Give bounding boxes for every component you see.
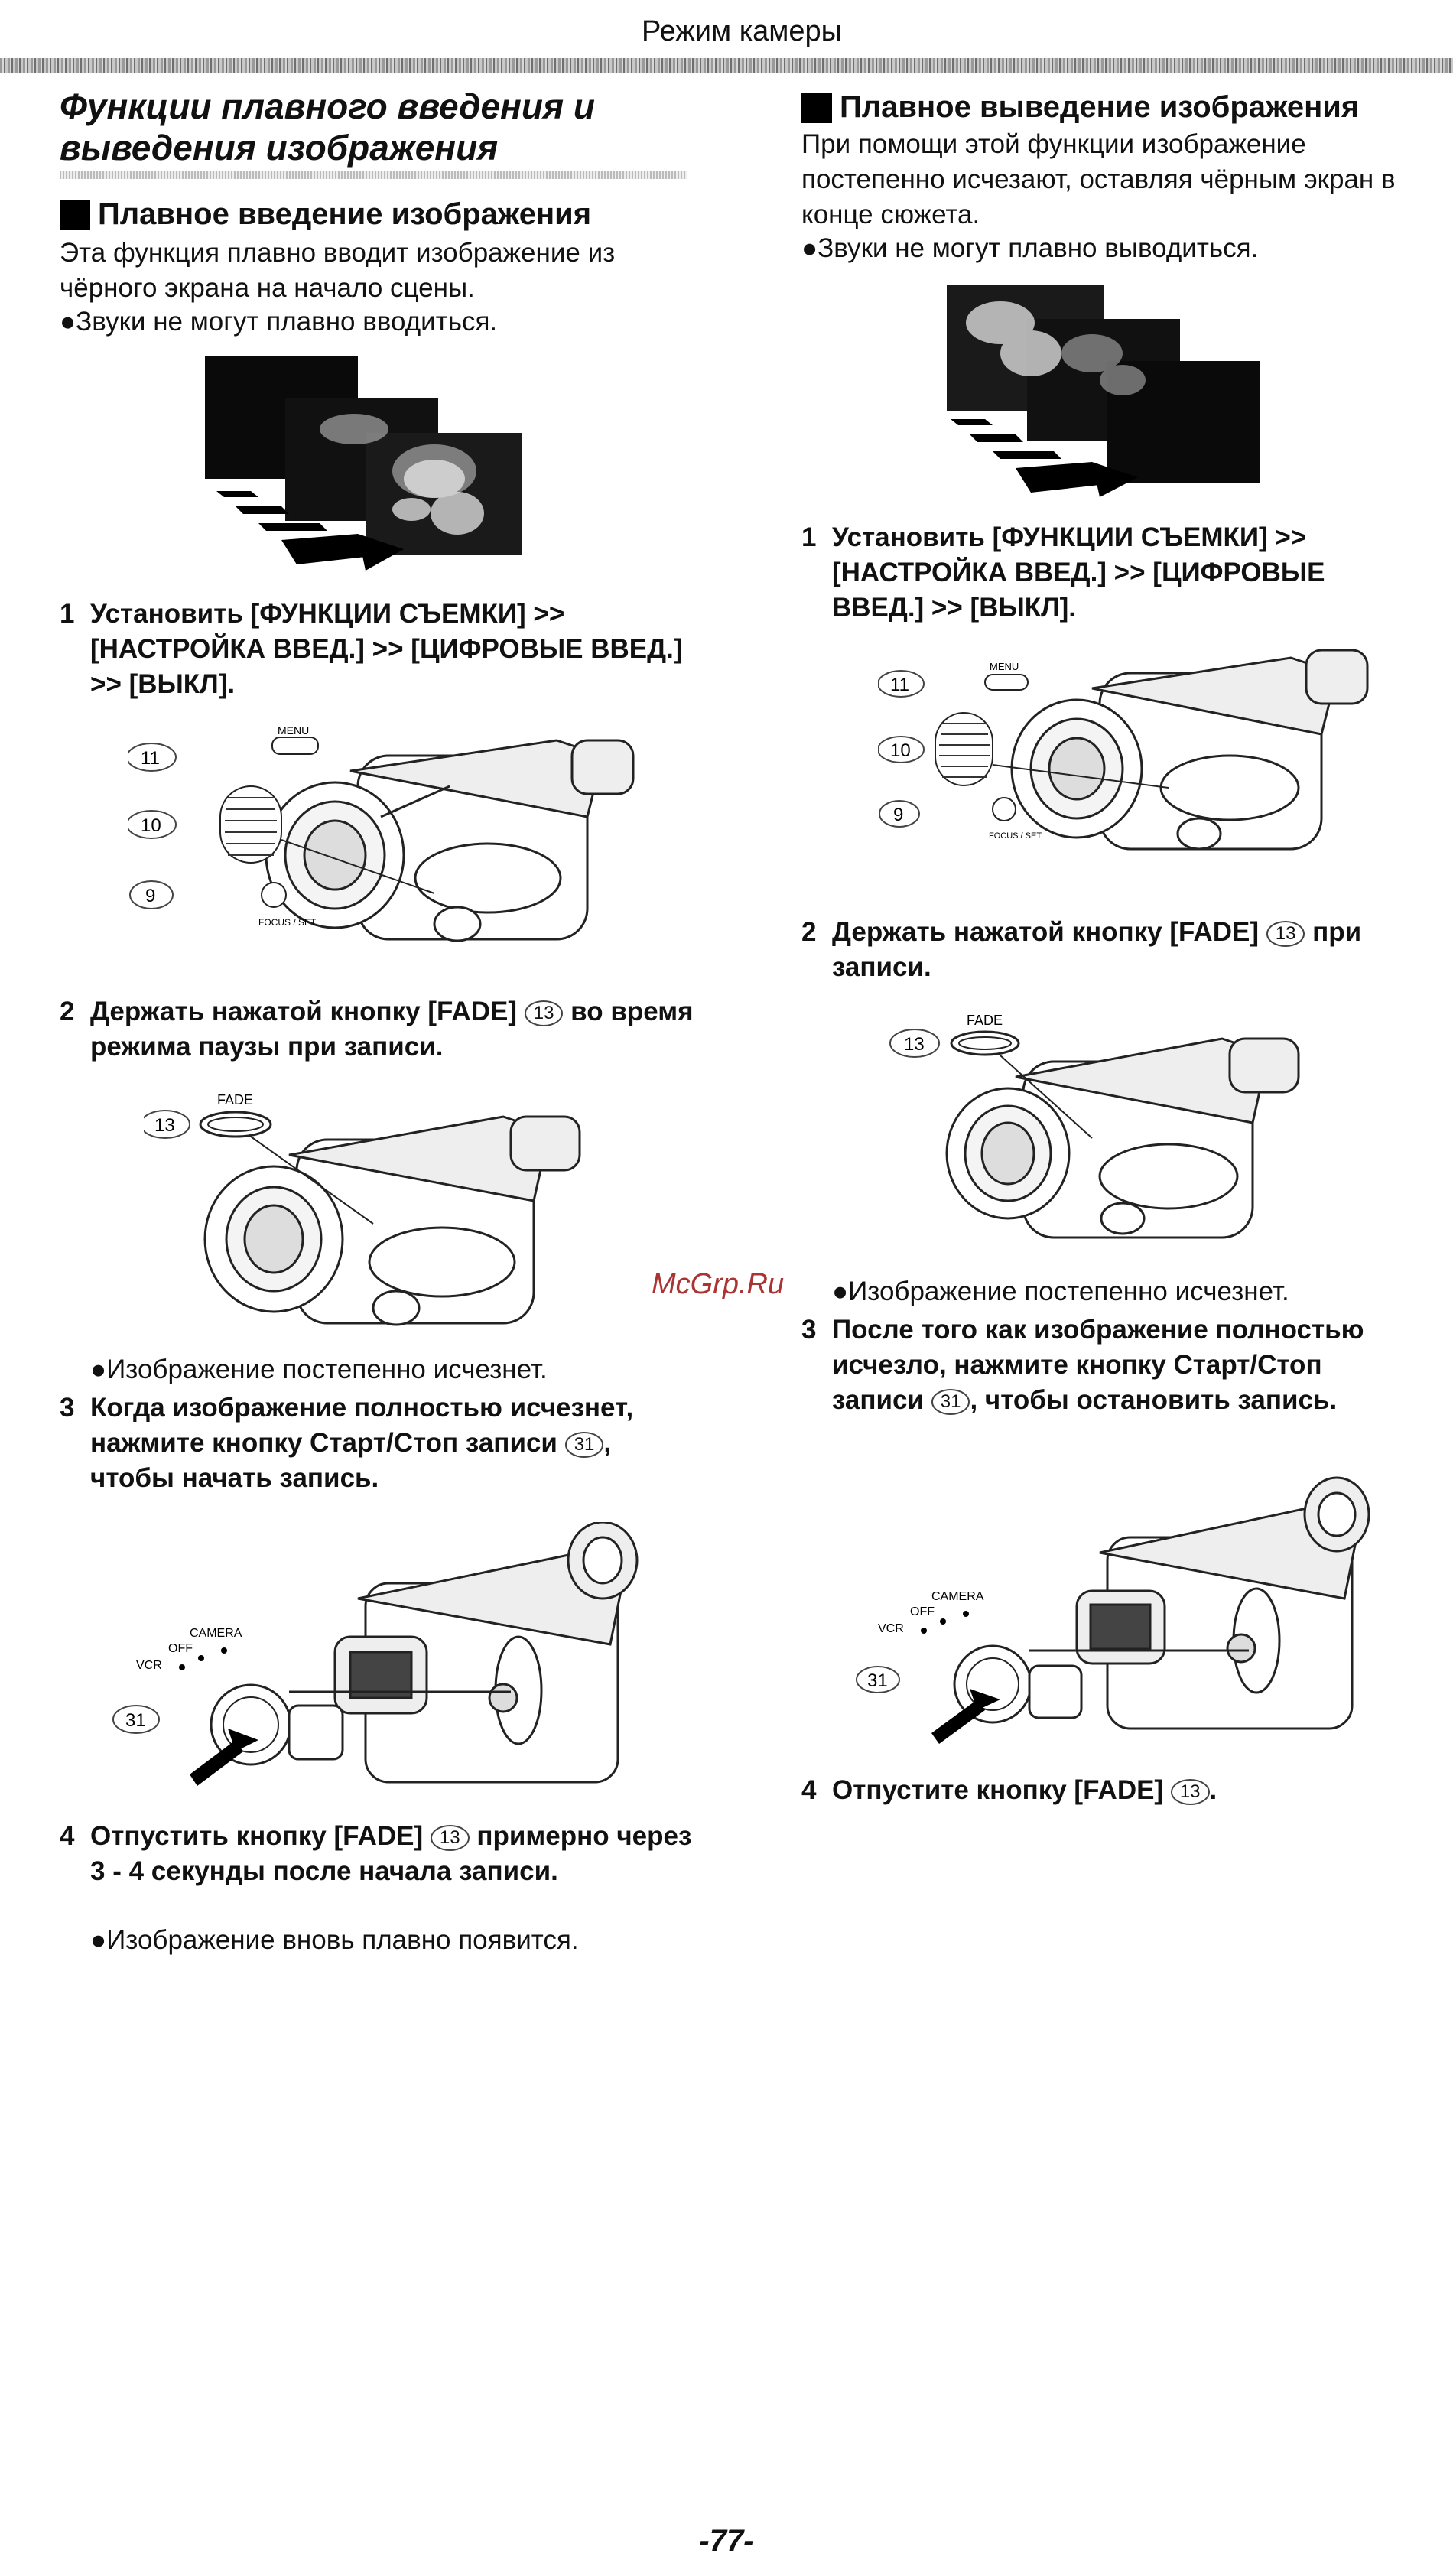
step-text: Держать нажатой кнопку [FADE]	[832, 917, 1259, 947]
step-number: 1	[60, 599, 75, 629]
step-1: 1 Установить [ФУНКЦИИ СЪЕМКИ] >> [НАСТРО…	[801, 520, 1413, 626]
fade-label: FADE	[967, 1013, 1003, 1028]
step-number: 3	[801, 1315, 817, 1345]
square-bullet-icon	[801, 92, 832, 123]
step-text: Когда изображение полностью исчезнет, на…	[90, 1393, 634, 1458]
bullet-fade-in: ●Изображение вновь плавно появится.	[90, 1925, 579, 1955]
step-number: 2	[801, 917, 817, 947]
mode-switch: CAMERA OFF VCR 31	[112, 1627, 511, 1786]
section-heading-fade-in: Плавное введение изображения	[60, 197, 591, 232]
section-title: Плавное введение изображения	[98, 197, 592, 231]
vcr-label: VCR	[878, 1622, 904, 1635]
fade-out-illustration	[947, 285, 1260, 497]
ref-11: 11	[890, 675, 909, 695]
ref-31: 31	[125, 1710, 146, 1731]
step-number: 1	[801, 522, 817, 552]
step-text-cont: , чтобы начать запись.	[90, 1428, 612, 1493]
step-text: Установить [ФУНКЦИИ СЪЕМКИ] >> [НАСТРОЙК…	[90, 599, 683, 699]
fade-in-illustration	[205, 356, 522, 571]
intro-text: Эта функция плавно вводит изображение из…	[60, 238, 616, 303]
menu-label: MENU	[990, 661, 1019, 672]
page-number: -77-	[699, 2524, 754, 2558]
ref-13: 13	[904, 1034, 925, 1055]
bullet-fade-out: ●Изображение постепенно исчезнет.	[90, 1355, 548, 1384]
step-text-cont: , чтобы остановить запись.	[970, 1385, 1338, 1415]
ref-13: 13	[154, 1115, 175, 1136]
vcr-label: VCR	[136, 1659, 162, 1672]
step-2: 2 Держать нажатой кнопку [FADE] 13 во вр…	[60, 994, 694, 1065]
camcorder-record-illustration: CAMERA OFF VCR 31	[112, 1522, 639, 1786]
step-number: 4	[801, 1775, 817, 1805]
ref-badge: 13	[1170, 1778, 1210, 1805]
step-3: 3 После того как изображение полностью и…	[801, 1312, 1413, 1418]
watermark-text: McGrp.Ru	[652, 1268, 785, 1300]
menu-label: MENU	[278, 725, 309, 737]
menu-controls: MENU FOCUS / SET 11 10 9	[128, 725, 435, 928]
focus-set-label: FOCUS / SET	[258, 917, 317, 928]
camcorder-fade-illustration: FADE 13	[144, 1092, 581, 1326]
note-text: ●Звуки не могут плавно выводиться.	[801, 233, 1259, 263]
step-2: 2 Держать нажатой кнопку [FADE] 13 при з…	[801, 915, 1413, 985]
focus-set-label: FOCUS / SET	[989, 831, 1042, 841]
header-divider	[0, 58, 1453, 73]
step-4: 4 Отпустите кнопку [FADE] 13.	[801, 1773, 1413, 1808]
step-text-cont: во время режима паузы при записи.	[90, 997, 694, 1062]
square-bullet-icon	[60, 199, 90, 230]
camcorder-menu-illustration: MENU FOCUS / SET 11 10 9	[878, 649, 1369, 851]
bullet-fade-out: ●Изображение постепенно исчезнет.	[832, 1277, 1289, 1306]
camera-label: CAMERA	[190, 1627, 242, 1640]
step-3: 3 Когда изображение полностью исчезнет, …	[60, 1390, 694, 1496]
camcorder-record-illustration: CAMERA OFF VCR 31	[856, 1476, 1370, 1744]
main-title: Функции плавного введения и выведения из…	[60, 86, 595, 168]
step-text: Установить [ФУНКЦИИ СЪЕМКИ] >> [НАСТРОЙК…	[832, 522, 1325, 623]
main-title-block: Функции плавного введения и выведения из…	[60, 86, 687, 168]
step-number: 4	[60, 1821, 75, 1851]
step-number: 3	[60, 1393, 75, 1423]
ref-9: 9	[893, 805, 903, 825]
step-text: Отпустите кнопку [FADE]	[832, 1775, 1164, 1805]
ref-badge: 31	[564, 1431, 604, 1458]
ref-badge: 31	[931, 1388, 970, 1415]
fade-label: FADE	[217, 1092, 253, 1107]
camera-label: CAMERA	[931, 1590, 984, 1603]
title-rule	[60, 171, 687, 179]
camcorder-menu-illustration: MENU FOCUS / SET 11 10 9	[128, 725, 635, 942]
section-heading-fade-out: Плавное выведение изображения	[801, 90, 1359, 125]
intro-text: При помощи этой функции изображение пост…	[801, 129, 1396, 229]
off-label: OFF	[168, 1642, 193, 1655]
note-text: ●Звуки не могут плавно вводиться.	[60, 307, 498, 337]
off-label: OFF	[910, 1605, 935, 1618]
ref-10: 10	[141, 815, 161, 836]
step-text-cont: при записи.	[832, 917, 1362, 982]
page-header-title: Режим камеры	[641, 15, 842, 47]
ref-9: 9	[145, 886, 155, 906]
ref-badge: 13	[1266, 920, 1305, 947]
step-text: После того как изображение полностью исч…	[832, 1315, 1364, 1415]
ref-badge: 13	[524, 1000, 564, 1026]
section-title: Плавное выведение изображения	[840, 90, 1360, 124]
step-text-cont: примерно через 3 - 4 секунды после начал…	[90, 1821, 692, 1886]
step-text: Держать нажатой кнопку [FADE]	[90, 997, 517, 1026]
camcorder-fade-illustration: FADE 13	[889, 1013, 1300, 1239]
ref-badge: 13	[430, 1824, 470, 1851]
step-4: 4 Отпустить кнопку [FADE] 13 примерно че…	[60, 1819, 694, 1889]
ref-11: 11	[141, 748, 160, 769]
ref-31: 31	[867, 1670, 888, 1691]
step-text: Отпустить кнопку [FADE]	[90, 1821, 424, 1851]
ref-10: 10	[890, 740, 911, 761]
step-text-cont: .	[1209, 1775, 1217, 1805]
step-1: 1 Установить [ФУНКЦИИ СЪЕМКИ] >> [НАСТРО…	[60, 597, 694, 702]
step-number: 2	[60, 997, 75, 1026]
